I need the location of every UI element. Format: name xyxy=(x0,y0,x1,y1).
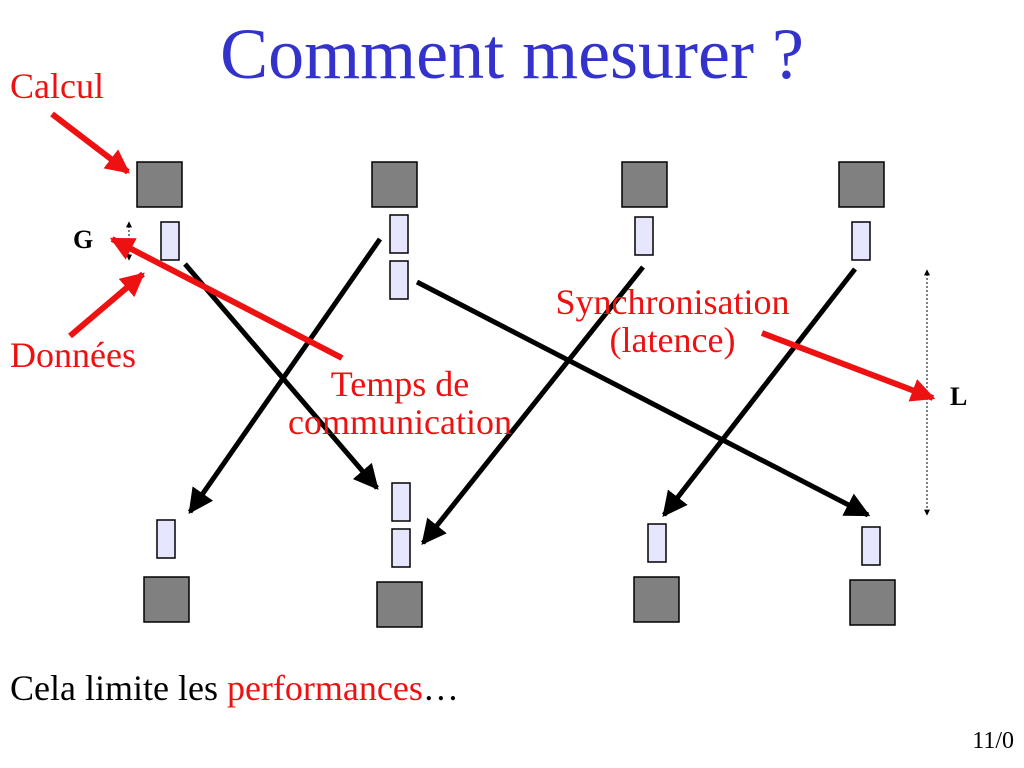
processor-top-2 xyxy=(371,161,418,208)
donnees-pointer-arrow xyxy=(68,271,145,339)
processor-top-1 xyxy=(136,161,183,208)
processor-bottom-3 xyxy=(633,576,680,623)
message-top-3 xyxy=(634,216,654,256)
synchronisation-line-1: Synchronisation xyxy=(555,282,790,322)
l-label: L xyxy=(950,382,968,411)
message-bottom-4 xyxy=(861,526,881,566)
message-top-2a xyxy=(389,214,409,254)
communication-time-label: Temps de communication xyxy=(250,364,550,442)
communication-time-line-2: communication xyxy=(288,401,512,442)
processor-bottom-2 xyxy=(376,581,423,628)
processor-bottom-1 xyxy=(143,576,190,623)
communication-time-line-1: Temps de xyxy=(330,364,470,404)
message-top-2b xyxy=(389,260,409,300)
calcul-pointer-arrow xyxy=(50,111,130,175)
synchronisation-line-2: (latence) xyxy=(609,319,736,360)
conclusion-suffix: … xyxy=(422,668,459,708)
conclusion-highlight: performances xyxy=(226,668,423,708)
slide-title: Comment mesurer ? xyxy=(220,14,804,94)
donnees-label: Données xyxy=(10,335,136,375)
message-bottom-3 xyxy=(647,523,667,563)
g-label: G xyxy=(73,225,94,254)
comm-arrow-2-to-4 xyxy=(415,279,871,518)
l-pointer-arrow xyxy=(760,330,936,402)
calcul-label: Calcul xyxy=(10,66,104,106)
slide-number: 11/0 xyxy=(972,728,1014,754)
comm-arrow-2-to-1 xyxy=(187,237,383,515)
processor-top-3 xyxy=(621,161,668,208)
processor-top-4 xyxy=(838,161,885,208)
conclusion-text: Cela limite les performances… xyxy=(10,667,459,709)
comm-arrow-3-to-2 xyxy=(421,265,645,545)
message-top-4 xyxy=(851,221,871,261)
message-bottom-1 xyxy=(156,519,176,559)
comm-arrow-1-to-2 xyxy=(183,262,379,490)
processor-bottom-4 xyxy=(849,579,896,626)
message-top-1 xyxy=(160,221,180,261)
g-pointer-arrow xyxy=(109,236,344,361)
message-bottom-2b xyxy=(391,528,411,568)
message-bottom-2a xyxy=(391,482,411,522)
comm-arrow-4-to-3 xyxy=(662,267,857,517)
synchronisation-label: Synchronisation (latence) xyxy=(515,282,830,360)
conclusion-prefix: Cela limite les xyxy=(10,668,227,708)
